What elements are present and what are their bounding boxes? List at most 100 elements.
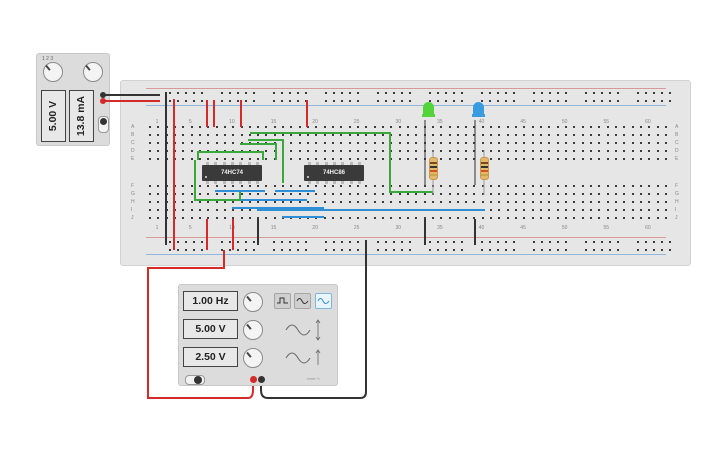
breadboard-hole[interactable] [248, 142, 251, 144]
breadboard-hole[interactable] [498, 158, 501, 160]
breadboard-hole[interactable] [297, 249, 299, 251]
breadboard-hole[interactable] [298, 201, 301, 203]
breadboard-hole[interactable] [523, 201, 526, 203]
breadboard-hole[interactable] [315, 126, 318, 128]
breadboard-hole[interactable] [207, 201, 210, 203]
breadboard-hole[interactable] [357, 249, 359, 251]
breadboard-hole[interactable] [385, 241, 387, 243]
breadboard-hole[interactable] [373, 201, 376, 203]
breadboard-hole[interactable] [157, 126, 160, 128]
breadboard-hole[interactable] [606, 158, 609, 160]
breadboard-hole[interactable] [215, 158, 218, 160]
breadboard-hole[interactable] [223, 193, 226, 195]
breadboard-hole[interactable] [198, 150, 201, 152]
breadboard-hole[interactable] [531, 209, 534, 211]
psu-power-toggle[interactable] [98, 116, 109, 133]
breadboard-hole[interactable] [307, 134, 310, 136]
breadboard-hole[interactable] [157, 150, 160, 152]
breadboard-hole[interactable] [173, 201, 176, 203]
breadboard-hole[interactable] [240, 150, 243, 152]
breadboard-hole[interactable] [461, 92, 463, 94]
breadboard-hole[interactable] [448, 201, 451, 203]
breadboard-hole[interactable] [173, 158, 176, 160]
breadboard-hole[interactable] [157, 193, 160, 195]
breadboard-hole[interactable] [498, 209, 501, 211]
breadboard-hole[interactable] [173, 193, 176, 195]
breadboard-hole[interactable] [573, 126, 576, 128]
breadboard-hole[interactable] [515, 134, 518, 136]
breadboard-hole[interactable] [332, 126, 335, 128]
breadboard-hole[interactable] [207, 209, 210, 211]
breadboard-hole[interactable] [415, 150, 418, 152]
breadboard-hole[interactable] [165, 150, 168, 152]
breadboard-hole[interactable] [245, 92, 247, 94]
breadboard-hole[interactable] [257, 134, 260, 136]
breadboard-hole[interactable] [498, 193, 501, 195]
breadboard-hole[interactable] [581, 201, 584, 203]
breadboard-hole[interactable] [456, 201, 459, 203]
breadboard-hole[interactable] [589, 142, 592, 144]
breadboard-hole[interactable] [348, 158, 351, 160]
breadboard-hole[interactable] [415, 158, 418, 160]
breadboard-hole[interactable] [381, 158, 384, 160]
breadboard-hole[interactable] [290, 209, 293, 211]
breadboard-hole[interactable] [207, 217, 210, 219]
breadboard-hole[interactable] [523, 185, 526, 187]
breadboard-hole[interactable] [473, 193, 476, 195]
breadboard-hole[interactable] [656, 158, 659, 160]
breadboard-hole[interactable] [648, 126, 651, 128]
breadboard-hole[interactable] [497, 92, 499, 94]
breadboard-hole[interactable] [585, 92, 587, 94]
breadboard-hole[interactable] [437, 249, 439, 251]
breadboard-hole[interactable] [190, 142, 193, 144]
breadboard-hole[interactable] [273, 209, 276, 211]
breadboard-hole[interactable] [440, 217, 443, 219]
breadboard-hole[interactable] [653, 92, 655, 94]
breadboard-hole[interactable] [298, 217, 301, 219]
breadboard-hole[interactable] [253, 241, 255, 243]
breadboard-hole[interactable] [540, 201, 543, 203]
breadboard-hole[interactable] [332, 201, 335, 203]
breadboard-hole[interactable] [332, 142, 335, 144]
breadboard-hole[interactable] [523, 150, 526, 152]
breadboard-hole[interactable] [315, 158, 318, 160]
breadboard-hole[interactable] [190, 201, 193, 203]
breadboard-hole[interactable] [245, 249, 247, 251]
breadboard-hole[interactable] [609, 241, 611, 243]
breadboard-hole[interactable] [257, 150, 260, 152]
breadboard-hole[interactable] [340, 134, 343, 136]
breadboard-hole[interactable] [398, 193, 401, 195]
breadboard-hole[interactable] [481, 193, 484, 195]
breadboard-hole[interactable] [265, 217, 268, 219]
resistor-2[interactable] [480, 157, 489, 180]
breadboard-hole[interactable] [409, 249, 411, 251]
breadboard-hole[interactable] [221, 92, 223, 94]
breadboard-hole[interactable] [461, 100, 463, 102]
breadboard-hole[interactable] [606, 142, 609, 144]
led-green[interactable] [423, 102, 434, 115]
breadboard-hole[interactable] [165, 185, 168, 187]
breadboard-hole[interactable] [589, 134, 592, 136]
breadboard-hole[interactable] [282, 193, 285, 195]
breadboard-hole[interactable] [541, 92, 543, 94]
breadboard-hole[interactable] [323, 185, 326, 187]
breadboard-hole[interactable] [440, 185, 443, 187]
breadboard-hole[interactable] [348, 201, 351, 203]
function-generator[interactable]: 1.00 Hz 5.00 V 2.50 V [178, 284, 338, 386]
breadboard-hole[interactable] [540, 126, 543, 128]
breadboard-hole[interactable] [409, 92, 411, 94]
breadboard-hole[interactable] [323, 126, 326, 128]
breadboard-hole[interactable] [540, 150, 543, 152]
breadboard-hole[interactable] [598, 185, 601, 187]
breadboard-hole[interactable] [548, 150, 551, 152]
breadboard-hole[interactable] [523, 142, 526, 144]
breadboard-hole[interactable] [637, 100, 639, 102]
breadboard-hole[interactable] [445, 249, 447, 251]
breadboard-hole[interactable] [240, 193, 243, 195]
breadboard-hole[interactable] [631, 193, 634, 195]
breadboard-hole[interactable] [357, 158, 359, 160]
breadboard-hole[interactable] [506, 201, 509, 203]
breadboard-hole[interactable] [257, 217, 260, 219]
breadboard-hole[interactable] [248, 201, 251, 203]
breadboard-hole[interactable] [648, 150, 651, 152]
